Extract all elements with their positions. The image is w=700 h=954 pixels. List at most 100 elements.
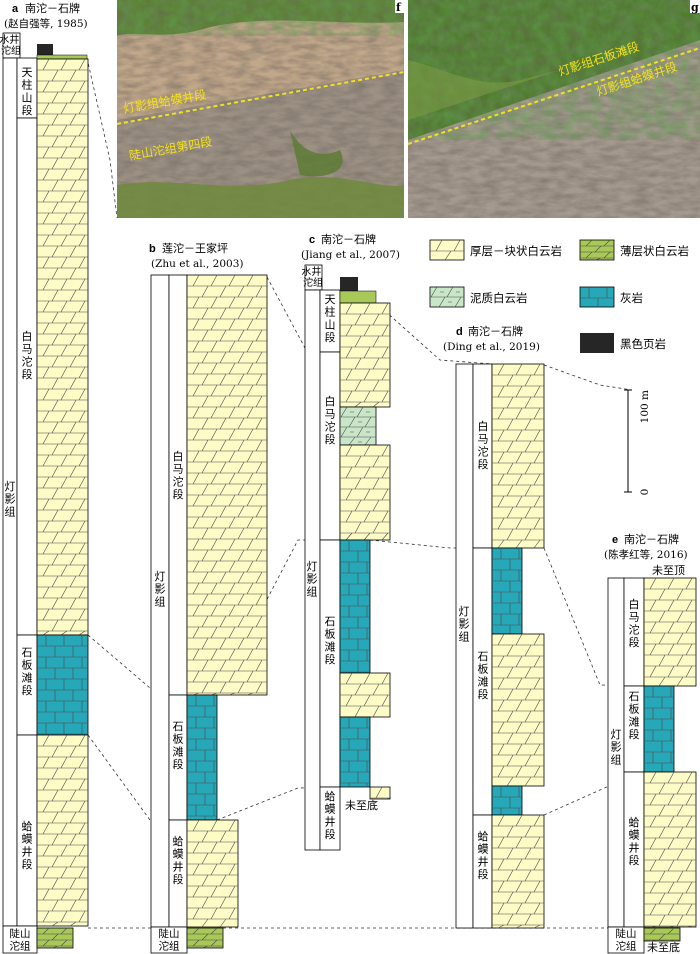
column-a-member-hamajing: 蛤蟆井段 (22, 820, 33, 871)
column-c-shibantan-limestone-1 (339, 539, 371, 674)
column-c-base-note: 未至底 (345, 798, 378, 812)
column-c-title: 南沱－石牌 (321, 232, 376, 246)
column-d-shibantan-limestone-2 (491, 785, 523, 816)
column-a-baimatuo-dolomite (36, 58, 89, 636)
column-c-citation: (Jiang et al., 2007) (301, 249, 400, 261)
column-c-shibantan-dolomite (339, 672, 391, 718)
column-d-letter: d (456, 326, 463, 338)
column-d-member-shibantan: 石板滩段 (478, 650, 489, 701)
column-c-upper-dolomite (339, 302, 391, 408)
column-e-top-note: 未至顶 (652, 564, 685, 577)
column-c-formation-top: 水井 沱组 (301, 265, 324, 289)
legend-label-dolomite-thick: 厚层－块状白云岩 (470, 244, 562, 258)
svg-text:蛤蟆井段: 蛤蟆井段 (629, 816, 640, 867)
column-c-letter: c (309, 234, 315, 246)
legend: 厚层－块状白云岩 薄层状白云岩 泥质白云岩 灰岩 黑色页岩 (429, 239, 689, 353)
column-c-member-tianzhu: 天柱山段 (325, 293, 336, 344)
column-d-citation: (Ding et al., 2019) (443, 341, 540, 353)
svg-text:灯影组: 灯影组 (307, 560, 318, 598)
column-c-argillaceous-dolomite (339, 406, 377, 446)
column-a-doushantuo-dolomite (36, 927, 74, 949)
column-e-formation-main: 灯影组 (611, 728, 622, 766)
column-b: b 莲沱－王家坪 (Zhu et al., 2003) 白马沱段 石板滩段 蛤蟆… (149, 241, 268, 954)
svg-text:白马沱段: 白马沱段 (325, 394, 336, 446)
column-b-member-hamajing: 蛤蟆井段 (173, 835, 184, 886)
svg-text:天柱山段: 天柱山段 (325, 293, 336, 344)
column-b-formation-main: 灯影组 (155, 570, 166, 608)
svg-text:蛤蟆井段: 蛤蟆井段 (22, 820, 33, 871)
svg-text:蛤蟆井段: 蛤蟆井段 (478, 830, 489, 881)
svg-text:陡山沱组: 陡山沱组 (10, 928, 31, 953)
column-d-hamajing-dolomite (491, 814, 545, 929)
column-e-member-baimatuo: 白马沱段 (629, 597, 640, 649)
scale-bar-bottom-value: 0 (639, 489, 651, 496)
svg-text:陡山沱组: 陡山沱组 (159, 928, 180, 953)
svg-text:白马沱段: 白马沱段 (173, 449, 184, 501)
legend-swatch-limestone (579, 286, 615, 308)
column-a-hamajing-dolomite (36, 734, 89, 927)
column-d-title: 南沱－石牌 (468, 324, 523, 338)
column-b-shibantan-limestone (186, 694, 218, 821)
column-e-letter: e (612, 534, 618, 546)
column-c-hamajing-dolomite (369, 786, 392, 800)
column-e-doushantuo-dolomite (643, 927, 681, 942)
svg-text:蛤蟆井段: 蛤蟆井段 (173, 835, 184, 886)
column-b-formation-bottom: 陡山沱组 (159, 928, 180, 953)
column-a-member-tianzhu: 天柱山段 (22, 66, 33, 117)
column-a-member-baimatuo: 白马沱段 (22, 329, 33, 381)
svg-text:石板滩段: 石板滩段 (629, 690, 640, 741)
photo-f: 灯影组蛤蟆井段 陡山沱组第四段 (117, 0, 404, 218)
column-e-member-hamajing: 蛤蟆井段 (629, 816, 640, 867)
column-d-baimatuo-dolomite (491, 363, 545, 549)
column-a-citation: (赵自强等, 1985) (4, 17, 88, 30)
photo-g-boundary-line (408, 47, 700, 145)
photo-g: 灯影组石板滩段 灯影组蛤蟆井段 (408, 0, 700, 218)
svg-text:灯影组: 灯影组 (5, 480, 16, 518)
column-c-shibantan-limestone-2 (339, 716, 371, 788)
legend-swatch-dolomite-thick (429, 239, 465, 261)
column-c-thin-dolomite-top (339, 290, 377, 304)
column-b-title: 莲沱－王家坪 (162, 241, 228, 255)
column-e-member-shibantan: 石板滩段 (629, 690, 640, 741)
column-b-member-shibantan: 石板滩段 (173, 720, 184, 771)
legend-label-argillaceous: 泥质白云岩 (470, 291, 528, 305)
column-a-shibantan-limestone (36, 634, 89, 736)
legend-label-limestone: 灰岩 (620, 291, 643, 305)
column-e-base-note: 未至底 (647, 940, 680, 954)
column-a-member-shibantan: 石板滩段 (22, 646, 33, 697)
svg-text:灯影组: 灯影组 (611, 728, 622, 766)
svg-text:灯影组: 灯影组 (155, 570, 166, 608)
svg-text:白马沱段: 白马沱段 (629, 597, 640, 649)
column-d-shibantan-dolomite (491, 633, 545, 787)
column-a-letter: a (12, 3, 19, 15)
svg-text:白马沱段: 白马沱段 (22, 329, 33, 381)
column-c-lower-baimatuo-dolomite (339, 444, 391, 541)
column-b-doushantuo-dolomite (186, 927, 224, 949)
column-d-member-hamajing: 蛤蟆井段 (478, 830, 489, 881)
svg-text:石板滩段: 石板滩段 (478, 650, 489, 701)
column-d-member-baimatuo: 白马沱段 (478, 419, 489, 471)
column-c-member-shibantan: 石板滩段 (325, 615, 336, 666)
column-c: c 南沱－石牌 (Jiang et al., 2007) 水井 沱组 天柱山段 … (301, 232, 400, 851)
legend-label-shale: 黑色页岩 (620, 337, 666, 351)
svg-text:陡山沱组: 陡山沱组 (616, 928, 637, 953)
photo-f-label: f (396, 1, 402, 14)
column-a-formation-bottom: 陡山沱组 (10, 928, 31, 953)
column-c-member-hamajing: 蛤蟆井段 (325, 790, 336, 841)
column-a-thin-dolomite-top (36, 54, 88, 60)
column-a-title: 南沱－石牌 (25, 1, 80, 15)
svg-text:石板滩段: 石板滩段 (173, 720, 184, 771)
column-d-formation-main: 灯影组 (459, 605, 470, 643)
column-e-formation-bottom: 陡山沱组 (616, 928, 637, 953)
column-e-baimatuo-dolomite (643, 577, 697, 687)
photo-g-label: g (691, 1, 699, 14)
column-c-member-baimatuo: 白马沱段 (325, 394, 336, 446)
scale-bar: 100 m 0 (624, 389, 651, 496)
svg-text:蛤蟆井段: 蛤蟆井段 (325, 790, 336, 841)
svg-text:白马沱段: 白马沱段 (478, 419, 489, 471)
column-b-letter: b (149, 243, 156, 255)
column-e-citation: (陈孝红等, 2016) (604, 548, 688, 561)
legend-swatch-argillaceous (429, 286, 465, 308)
column-b-member-baimatuo: 白马沱段 (173, 449, 184, 501)
